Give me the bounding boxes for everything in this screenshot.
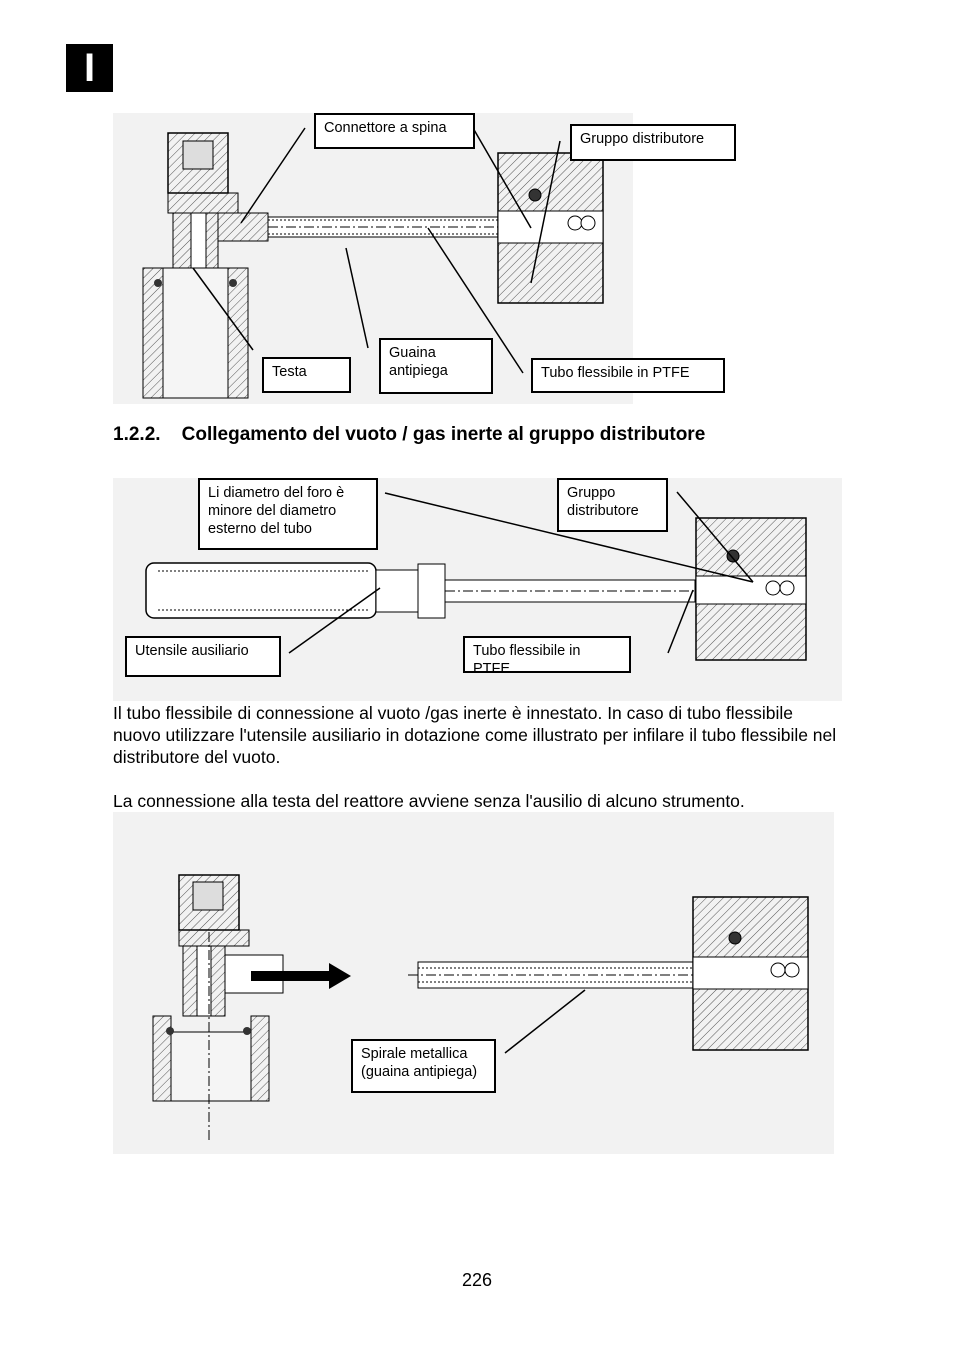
figure-auxiliary-tool: Li diametro del foro è minore del diamet… — [113, 478, 842, 701]
figure-1-drawing — [142, 127, 604, 399]
page-number: 226 — [461, 1270, 493, 1290]
paragraph-1: Il tubo flessibile di connessione al vuo… — [113, 703, 837, 767]
label-spirale-metallica: Spirale metallica (guaina antipiega) — [351, 1039, 496, 1093]
label-gruppo-distributore: Gruppo distributore — [570, 124, 736, 161]
label-connettore: Connettore a spina — [314, 113, 475, 149]
section-heading: 1.2.2. Collegamento del vuoto / gas iner… — [113, 424, 706, 445]
paragraph-2: La connessione alla testa del reattore a… — [113, 791, 745, 811]
label-diametro-foro: Li diametro del foro è minore del diamet… — [198, 478, 378, 550]
label-utensile-ausiliario: Utensile ausiliario — [125, 636, 281, 677]
label-guaina-antipiega: Guaina antipiega — [379, 338, 493, 394]
figure-connector-assembly: Connettore a spina Gruppo distributore T… — [113, 113, 736, 404]
label-tubo-ptfe: Tubo flessibile in PTFE — [531, 358, 725, 393]
label-gruppo-distributore: Gruppo distributore — [557, 478, 668, 532]
label-testa: Testa — [262, 357, 351, 393]
figure-3-drawing — [152, 874, 809, 1142]
figure-disconnected-assembly: Spirale metallica (guaina antipiega) — [113, 812, 834, 1154]
label-tubo-ptfe: Tubo flessibile in PTFE — [463, 636, 631, 677]
language-tab: I — [66, 44, 113, 92]
figure-2-drawing — [145, 491, 807, 661]
